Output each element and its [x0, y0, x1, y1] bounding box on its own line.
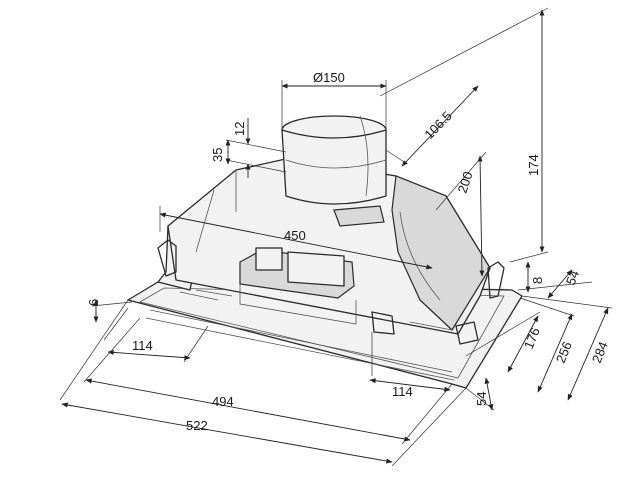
label-176: 176: [521, 325, 543, 351]
label-12: 12: [232, 122, 247, 136]
label-35: 35: [210, 148, 225, 162]
label-174: 174: [526, 154, 541, 176]
label-diameter-150: Ø150: [313, 70, 345, 85]
label-522: 522: [186, 418, 208, 433]
label-54-top: 54: [563, 268, 582, 287]
bracket-right: [487, 261, 505, 299]
label-8: 8: [530, 277, 545, 284]
label-284: 284: [589, 339, 611, 365]
label-200: 200: [455, 170, 476, 195]
label-114-left: 114: [132, 338, 153, 353]
bracket-front-left: [371, 311, 395, 335]
label-6: 6: [86, 299, 101, 306]
base-frame-inner: [138, 287, 505, 379]
duct-collar: [281, 129, 387, 205]
label-54-bottom: 54: [474, 392, 489, 406]
dimension-lines: [59, 7, 613, 467]
label-256: 256: [553, 339, 575, 365]
label-494: 494: [212, 394, 234, 409]
hood-outline: [127, 115, 523, 389]
label-114-bottom: 114: [392, 384, 413, 399]
connector-plate: [333, 205, 385, 227]
label-450: 450: [284, 228, 306, 243]
label-106-5: 106.5: [421, 108, 454, 142]
bracket-front-right: [455, 321, 479, 345]
